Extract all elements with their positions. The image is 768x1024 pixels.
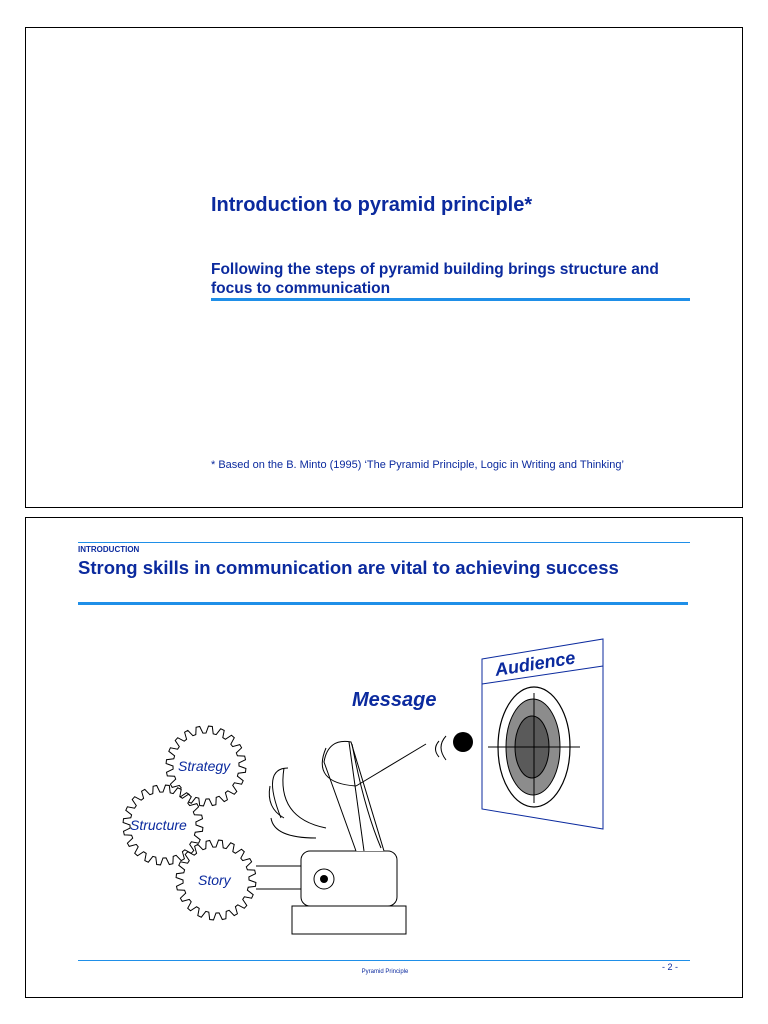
dish-left [272,767,327,829]
sound-wave-icon [440,735,447,761]
sound-wave-icon [435,740,440,758]
footer-rule [78,960,690,961]
structure-gear-icon [122,784,204,866]
header-top-rule [78,542,690,543]
content-slide: INTRODUCTION Strong skills in communicat… [25,517,743,998]
dish-right [321,747,357,787]
story-gear-icon [175,839,257,921]
message-label: Message [352,689,437,711]
audience-header-divider [481,665,604,685]
title-slide: Introduction to pyramid principle* Follo… [25,27,743,508]
title-underline [211,298,690,301]
strategy-label: Strategy [178,758,231,774]
strategy-gear-icon [165,725,247,807]
source-footnote: * Based on the B. Minto (1995) ‘The Pyra… [211,459,624,471]
page-number: - 2 - [662,962,679,972]
slide-title: Introduction to pyramid principle* [211,194,533,216]
story-label: Story [198,872,232,888]
structure-label: Structure [130,817,187,833]
slide-title: Strong skills in communication are vital… [78,557,619,578]
projector-lens-center [320,875,328,883]
slide-subtitle: Following the steps of pyramid building … [211,261,659,297]
communication-illustration: Message Audience Strategy Structure Stor… [122,638,604,935]
projector-body [300,850,398,907]
projector-base [291,905,407,935]
section-label: INTRODUCTION [78,545,140,554]
footer-title: Pyramid Principle [361,969,409,975]
title-underline [78,602,688,605]
signal-beam [355,743,427,787]
message-dot-icon [453,732,473,752]
antenna-arm [323,740,385,852]
